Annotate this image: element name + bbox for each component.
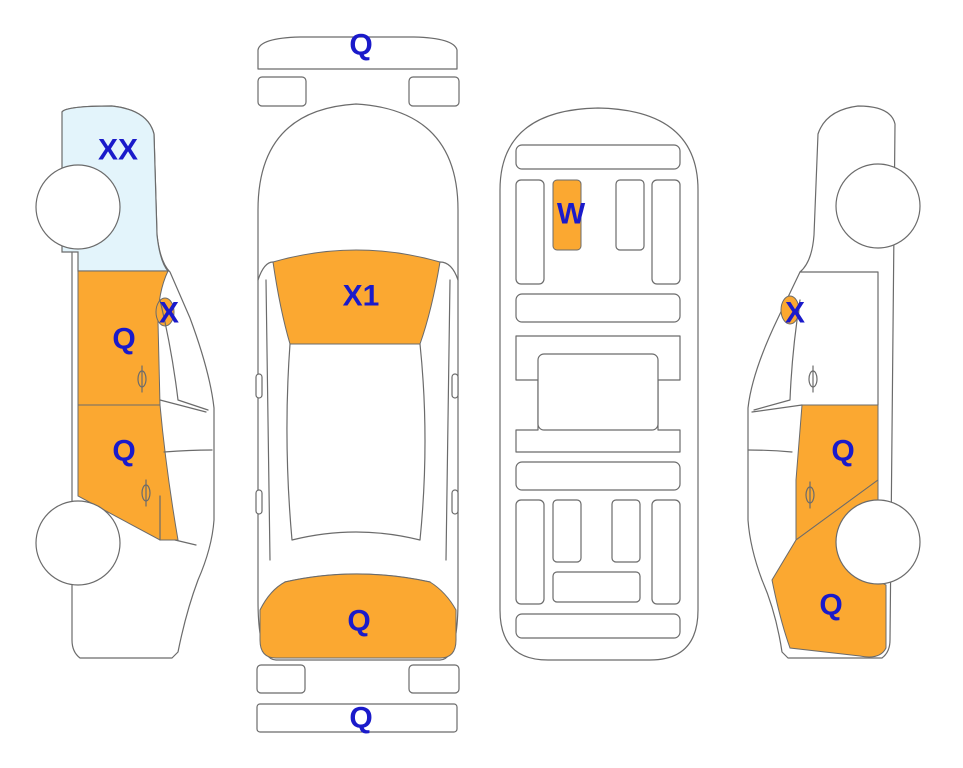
label-hood: X1	[343, 280, 380, 313]
rear-bumper[interactable]	[256, 703, 458, 733]
underbody-panel[interactable]	[552, 179, 582, 251]
left-window-lines	[159, 299, 213, 546]
top-cabin-lines	[257, 261, 459, 583]
right-rear-wheel	[835, 499, 921, 585]
top-body-outline	[257, 103, 459, 661]
right-window-lines	[747, 271, 879, 453]
top-view	[255, 103, 459, 661]
left-side-view	[35, 105, 215, 659]
front-bumper[interactable]	[257, 36, 458, 70]
damage-labels: Q XX X Q Q X1 Q Q W X Q Q	[98, 29, 855, 735]
label-right-mirror: X	[785, 297, 805, 330]
label-right-quarter-panel: Q	[819, 589, 842, 622]
left-side-mirror-top	[255, 373, 263, 399]
underbody-view	[499, 107, 699, 661]
label-right-rear-door: Q	[831, 435, 854, 468]
front-right-light	[408, 76, 460, 107]
front-bumper-group	[257, 36, 460, 107]
left-door-handles	[137, 365, 151, 507]
rear-right-light	[408, 664, 460, 694]
left-mirror[interactable]	[155, 297, 175, 327]
label-trunk: Q	[347, 605, 370, 638]
right-side-view	[747, 105, 921, 659]
label-rear-bumper: Q	[349, 702, 372, 735]
right-side-mirror-top	[451, 373, 459, 399]
front-left-light	[257, 76, 307, 107]
label-underbody-panel: W	[557, 198, 586, 231]
rear-left-light	[256, 664, 306, 694]
left-rear-door[interactable]	[77, 404, 179, 541]
label-front-bumper: Q	[349, 29, 372, 62]
right-handle-top	[451, 489, 459, 515]
label-left-rear-door: Q	[112, 435, 135, 468]
label-left-windshield: XX	[98, 134, 138, 167]
left-handle-top	[255, 489, 263, 515]
label-left-mirror: X	[159, 297, 179, 330]
right-door-handles	[805, 365, 818, 509]
left-front-wheel	[35, 164, 121, 250]
right-front-wheel	[835, 163, 921, 249]
label-left-front-door: Q	[112, 323, 135, 356]
hood[interactable]	[272, 249, 441, 345]
left-rear-wheel	[35, 500, 121, 586]
rear-bumper-group	[256, 664, 460, 733]
trunk[interactable]	[259, 573, 457, 659]
